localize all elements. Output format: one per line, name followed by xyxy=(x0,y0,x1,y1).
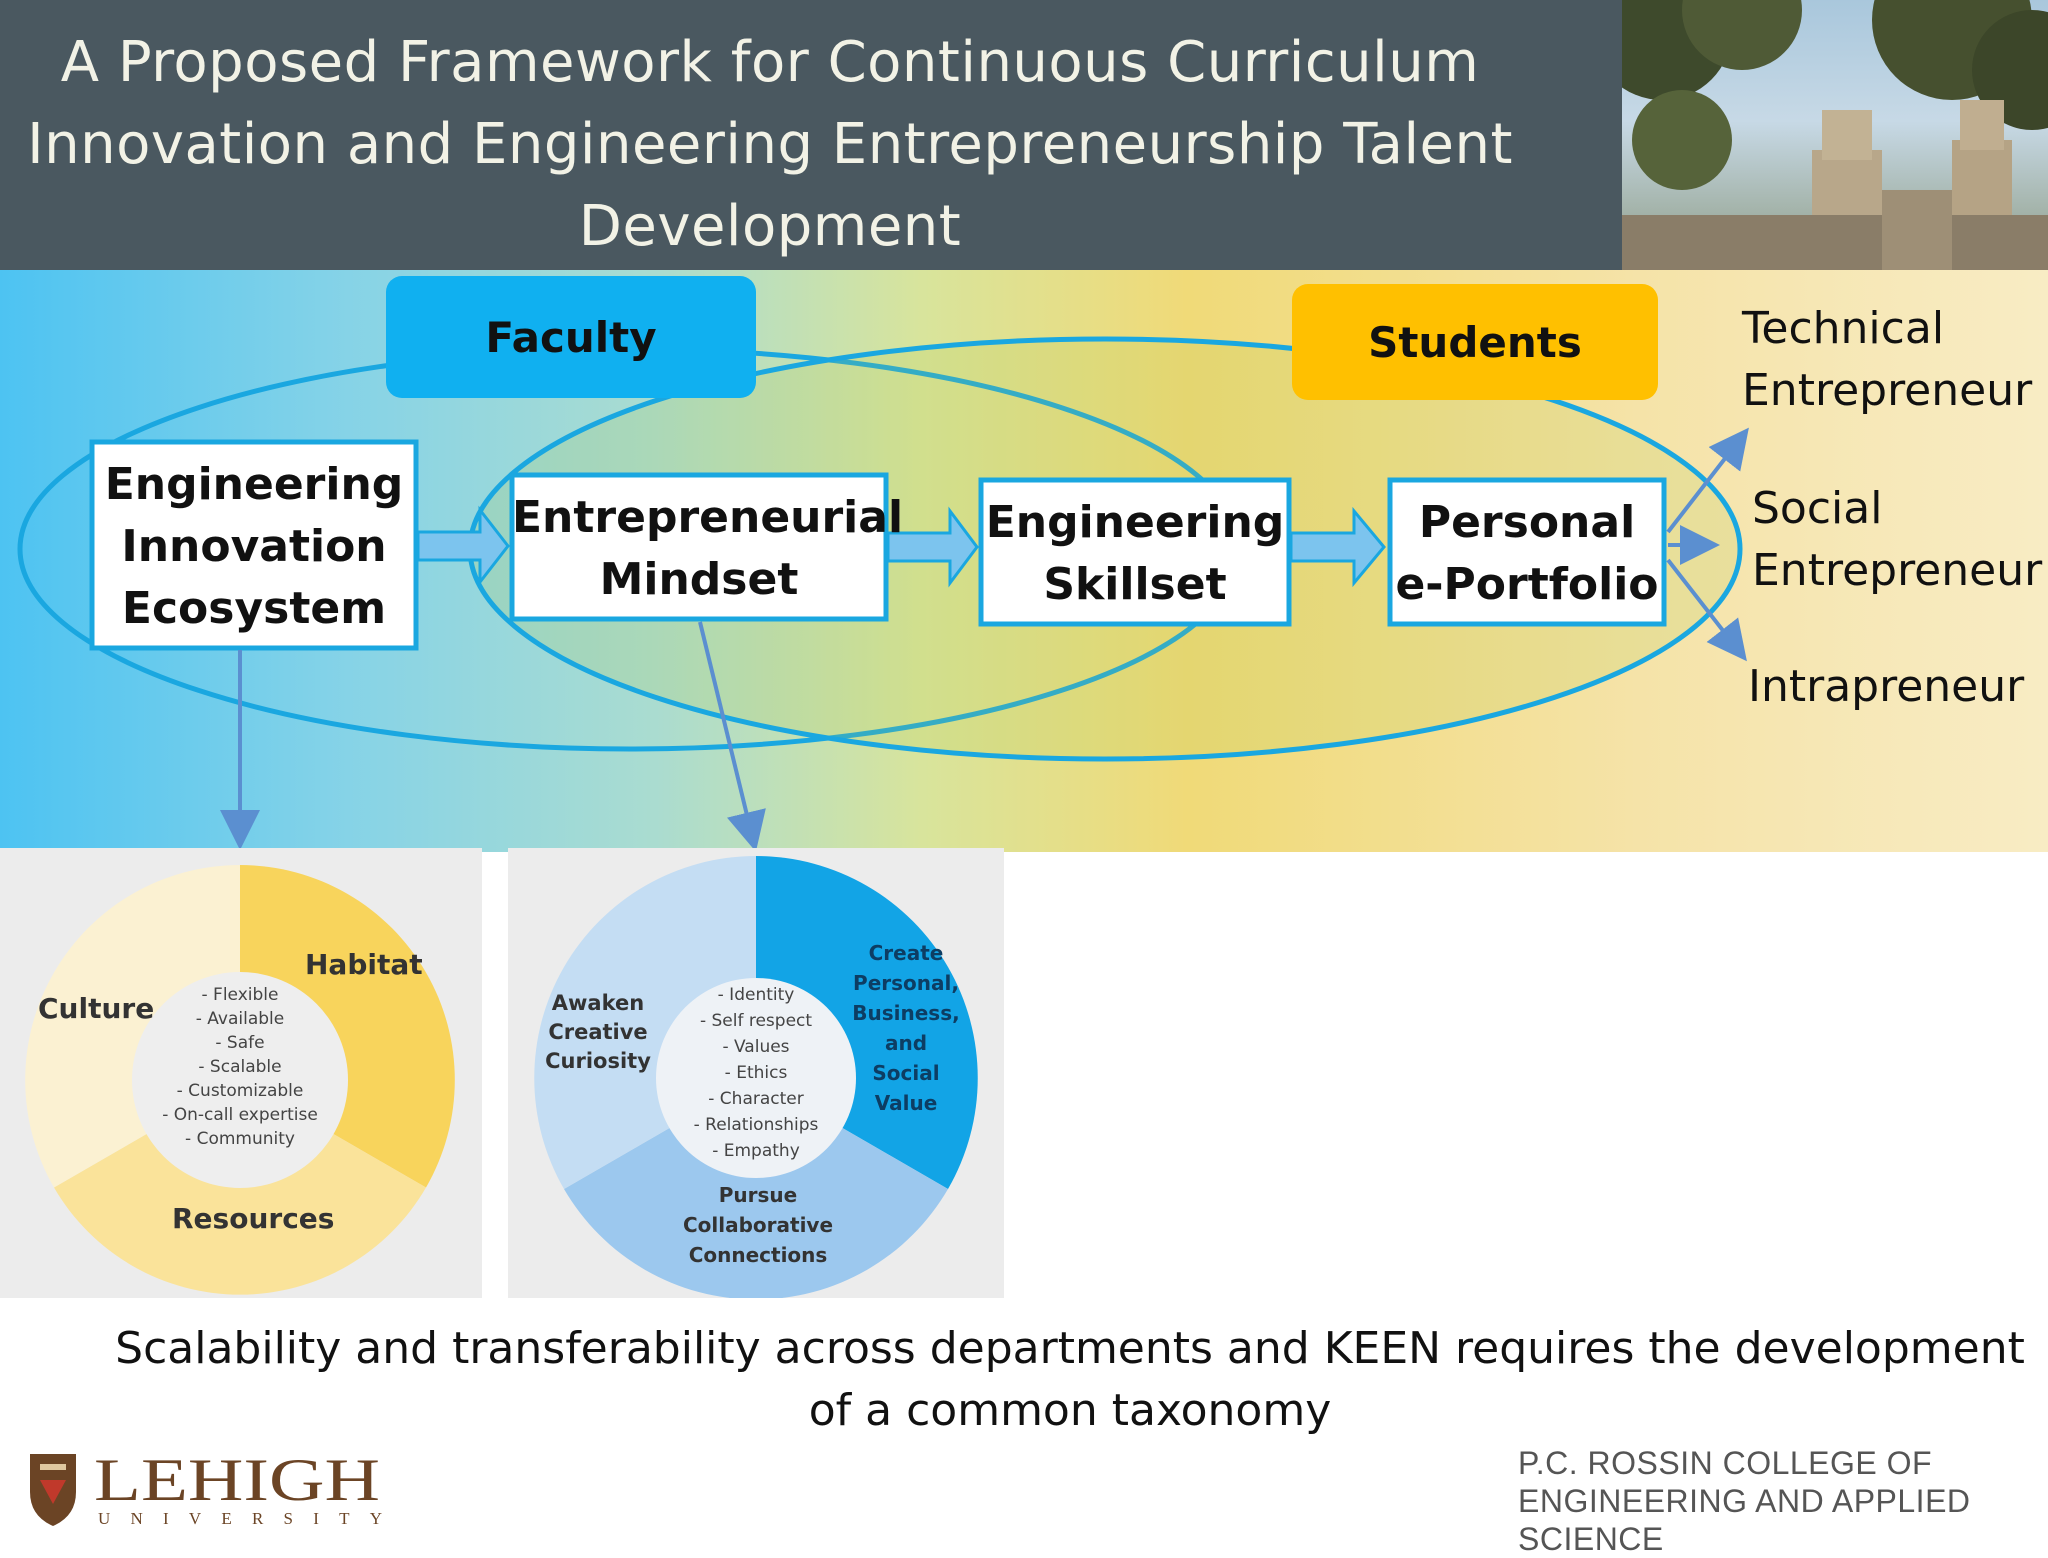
center-bullet: - Empathy xyxy=(712,1141,800,1161)
center-bullet: - Relationships xyxy=(694,1115,819,1135)
drill-arrow-mindset xyxy=(698,621,766,852)
segment-label-create: Social xyxy=(872,1061,939,1085)
slide-header: A Proposed Framework for Continuous Curr… xyxy=(0,0,1622,270)
wheel-segment-pursue xyxy=(564,1078,948,1300)
skillset-label: Engineering Skillset xyxy=(981,492,1289,616)
students-label: Students xyxy=(1292,284,1658,400)
center-bullet: - Identity xyxy=(718,985,795,1005)
portfolio-line-1: Personal xyxy=(1418,497,1636,548)
college-name: P.C. ROSSIN COLLEGE OF ENGINEERING AND A… xyxy=(1518,1444,2038,1558)
ecosystem-line-1: Engineering xyxy=(104,459,404,510)
lehigh-wordmark: LEHIGH xyxy=(94,1447,380,1513)
ecosystem-line-2: Innovation xyxy=(121,521,387,572)
mindset-line-2: Mindset xyxy=(599,554,799,605)
center-bullet: - Available xyxy=(196,1009,285,1029)
outcome-intra: Intrapreneur xyxy=(1748,661,2025,712)
outcome-technical-line-2: Entrepreneur xyxy=(1742,365,2033,416)
segment-label-create: Value xyxy=(875,1091,938,1115)
campus-photo xyxy=(1622,0,2048,270)
segment-label-pursue: Connections xyxy=(689,1243,828,1267)
center-bullet: - Community xyxy=(185,1129,295,1149)
framework-diagram xyxy=(17,336,1749,852)
segment-label-pursue: Collaborative xyxy=(683,1213,833,1237)
outcome-technical: Technical Entrepreneur xyxy=(1742,298,2032,422)
portfolio-box xyxy=(1387,477,1667,627)
outcome-social-line-2: Entrepreneur xyxy=(1752,545,2043,596)
segment-label-create: Personal, xyxy=(853,971,959,995)
segment-label-habitat: Habitat xyxy=(305,948,423,981)
ecosystem-box xyxy=(89,439,419,651)
segment-label-culture: Culture xyxy=(38,992,154,1025)
segment-label-create: Business, xyxy=(852,1001,959,1025)
center-bullet: - Ethics xyxy=(725,1063,788,1083)
skillset-line-1: Engineering xyxy=(985,497,1285,548)
outcome-social-line-1: Social xyxy=(1752,483,1883,534)
segment-label-create: Create xyxy=(869,941,944,965)
ecosystem-wheel-panel: Culture Habitat Resources - Flexible - A… xyxy=(0,848,482,1298)
center-bullet: - Character xyxy=(708,1089,803,1109)
center-bullet: - Scalable xyxy=(198,1057,281,1077)
segment-label-awaken: Curiosity xyxy=(545,1049,651,1073)
mindset-label: Entrepreneurial Mindset xyxy=(512,487,904,611)
mindset-box xyxy=(509,472,889,622)
skillset-line-2: Skillset xyxy=(1043,559,1227,610)
lehigh-logo: LEHIGH UNIVERSITY xyxy=(26,1440,386,1530)
center-bullet: - Flexible xyxy=(202,985,279,1005)
center-bullet: - Customizable xyxy=(177,1081,304,1101)
ecosystem-wheel: Culture Habitat Resources - Flexible - A… xyxy=(25,865,455,1295)
segment-label-awaken: Awaken xyxy=(552,991,644,1015)
wheel-center xyxy=(656,978,856,1178)
ecosystem-line-3: Ecosystem xyxy=(121,583,387,634)
mindset-wheel: Awaken Creative Curiosity Create Persona… xyxy=(534,856,978,1300)
lehigh-logo-art: LEHIGH UNIVERSITY xyxy=(30,1447,382,1528)
flow-arrow-3 xyxy=(1289,506,1386,588)
faculty-label: Faculty xyxy=(386,276,756,398)
center-bullet: - Values xyxy=(722,1037,789,1057)
college-line-2: ENGINEERING AND APPLIED SCIENCE xyxy=(1518,1483,1971,1557)
segment-label-awaken: Creative xyxy=(548,1020,647,1044)
outcome-social: Social Entrepreneur xyxy=(1752,478,2042,602)
college-line-1: P.C. ROSSIN COLLEGE OF xyxy=(1518,1445,1933,1481)
segment-label-create: and xyxy=(885,1031,927,1055)
portfolio-label: Personal e-Portfolio xyxy=(1390,492,1664,616)
campus-photo-art xyxy=(1622,0,2048,270)
flow-arrow-2 xyxy=(886,506,979,588)
mindset-line-1: Entrepreneurial xyxy=(512,492,904,543)
arrow-technical xyxy=(1666,427,1749,534)
flow-arrow-1 xyxy=(416,505,510,587)
outcome-technical-line-1: Technical xyxy=(1742,303,1945,354)
ecosystem-label: Engineering Innovation Ecosystem xyxy=(92,454,416,640)
arrow-intra xyxy=(1666,558,1747,662)
mindset-wheel-panel: Awaken Creative Curiosity Create Persona… xyxy=(508,848,1004,1300)
skillset-box xyxy=(978,477,1292,627)
center-bullet: - On-call expertise xyxy=(162,1105,318,1125)
segment-label-resources: Resources xyxy=(172,1202,334,1235)
segment-label-pursue: Pursue xyxy=(719,1183,797,1207)
footnote: Scalability and transferability across d… xyxy=(115,1323,2025,1436)
center-bullet: - Safe xyxy=(215,1033,264,1053)
portfolio-line-2: e-Portfolio xyxy=(1395,559,1659,610)
wheel-center xyxy=(132,972,348,1188)
slide-title: A Proposed Framework for Continuous Curr… xyxy=(27,30,1513,259)
center-bullet: - Self respect xyxy=(700,1011,812,1031)
